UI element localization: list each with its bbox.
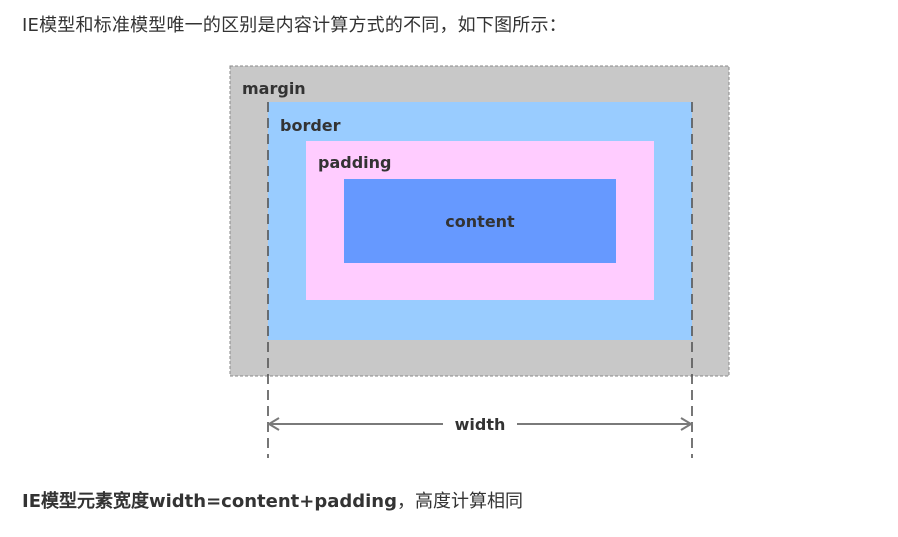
width-label: width (455, 415, 506, 434)
width-arrow-right-head (680, 417, 693, 431)
summary-rest-text: ，高度计算相同 (397, 491, 524, 512)
summary-bold-text: IE模型元素宽度width=content+padding (22, 491, 398, 512)
intro-paragraph: IE模型和标准模型唯一的区别是内容计算方式的不同，如下图所示： (22, 15, 567, 36)
margin-label: margin (242, 79, 306, 98)
border-label: border (280, 116, 341, 135)
content-box (344, 179, 616, 263)
padding-label: padding (318, 153, 391, 172)
width-arrow-left-head (267, 417, 280, 431)
content-label: content (445, 212, 515, 231)
summary-paragraph: IE模型元素宽度width=content+padding，高度计算相同 (22, 488, 523, 516)
